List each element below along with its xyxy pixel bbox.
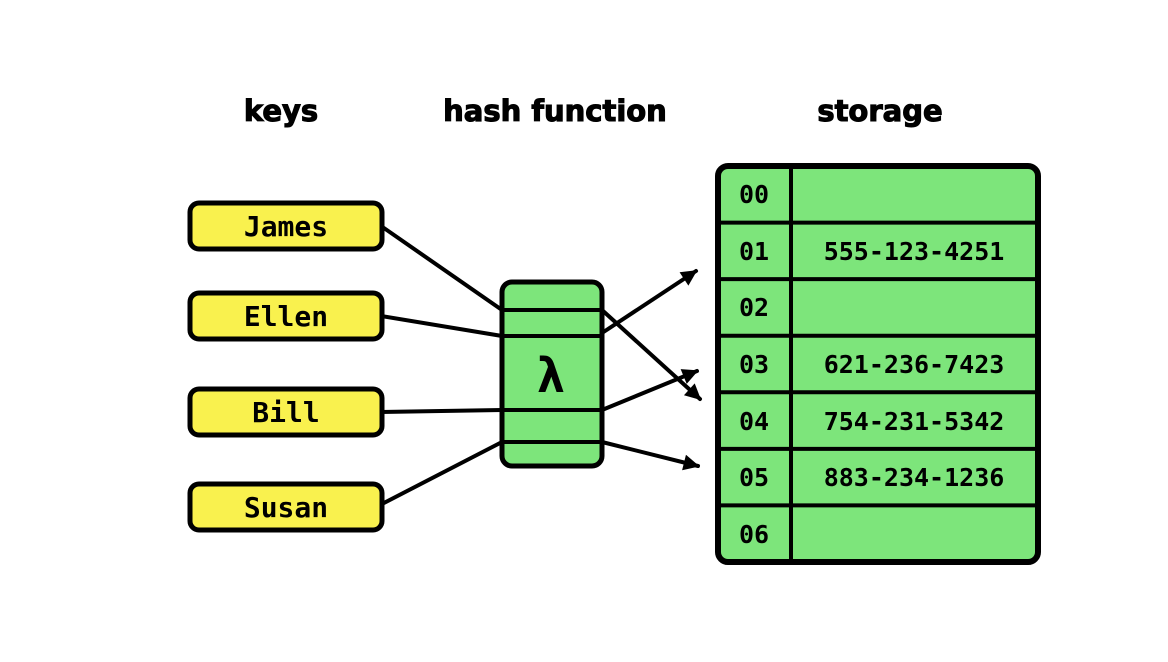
storage-index: 03 — [739, 350, 769, 379]
storage-value: 555-123-4251 — [824, 237, 1005, 266]
arrow-bill-to-slot-03 — [600, 369, 699, 412]
storage-row-05: 05 883-234-1236 — [739, 463, 1004, 492]
storage-index: 01 — [739, 237, 769, 266]
storage-index: 00 — [739, 180, 769, 209]
storage-index: 02 — [739, 293, 769, 322]
key-label-ellen: Ellen — [244, 300, 328, 333]
key-box-james: James — [187, 200, 385, 252]
hash-function-rect — [499, 279, 605, 469]
key-box-ellen-rect — [187, 290, 385, 342]
key-label-james: James — [244, 210, 328, 243]
storage-table: 00 01 555-123-4251 02 03 621-236-7423 04… — [715, 163, 1041, 565]
storage-index: 04 — [739, 407, 769, 436]
arrow-james-to-slot-04 — [600, 308, 702, 401]
storage-value: 883-234-1236 — [824, 463, 1005, 492]
storage-header: storage — [817, 94, 942, 128]
line-bill-to-hash — [379, 408, 504, 414]
storage-row-01: 01 555-123-4251 — [739, 237, 1004, 266]
key-box-james-rect — [187, 200, 385, 252]
storage-table-rect — [715, 163, 1041, 565]
arrow-susan-to-slot-05 — [600, 440, 700, 471]
storage-row-03: 03 621-236-7423 — [739, 350, 1004, 379]
key-box-bill-rect — [187, 386, 385, 438]
storage-index: 05 — [739, 463, 769, 492]
lambda-symbol: λ — [537, 348, 566, 404]
hash-function-header: hash function — [443, 94, 667, 128]
arrow-ellen-to-slot-01 — [600, 269, 698, 335]
storage-value: 621-236-7423 — [824, 350, 1005, 379]
key-box-bill: Bill — [187, 386, 385, 438]
line-susan-to-hash — [378, 440, 504, 507]
key-box-susan: Susan — [187, 481, 385, 533]
storage-row-00: 00 — [739, 180, 769, 209]
storage-row-04: 04 754-231-5342 — [739, 407, 1004, 436]
storage-row-06: 06 — [739, 520, 769, 549]
storage-value: 754-231-5342 — [824, 407, 1005, 436]
hash-function-box: λ — [499, 279, 605, 469]
key-label-bill: Bill — [252, 396, 319, 429]
key-label-susan: Susan — [244, 491, 328, 524]
line-james-to-hash — [379, 224, 504, 312]
storage-row-02: 02 — [739, 293, 769, 322]
key-box-susan-rect — [187, 481, 385, 533]
keys-header: keys — [244, 94, 318, 128]
storage-index: 06 — [739, 520, 769, 549]
key-box-ellen: Ellen — [187, 290, 385, 342]
line-ellen-to-hash — [379, 314, 504, 338]
